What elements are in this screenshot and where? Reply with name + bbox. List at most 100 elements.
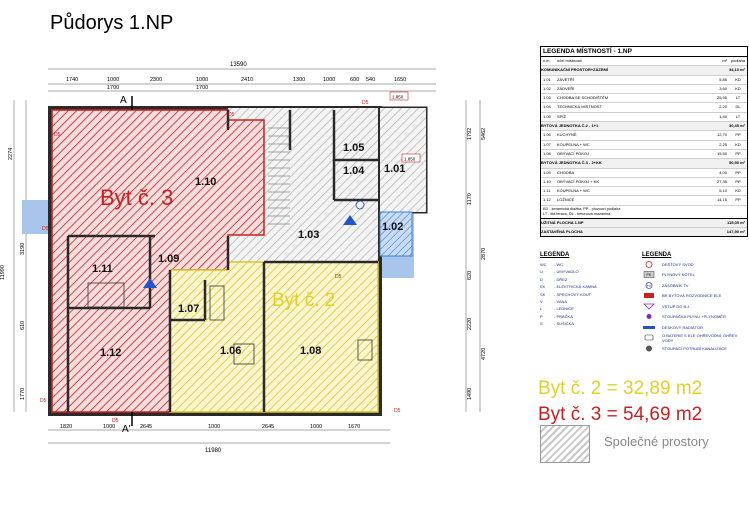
dim-label: 2870 xyxy=(481,248,487,260)
dim-label: 2300 xyxy=(150,77,162,83)
col-header: m² xyxy=(722,58,727,63)
room-cell: PP xyxy=(735,178,741,184)
fixture-name: - PRAČKA xyxy=(554,313,573,319)
room-cell: KD xyxy=(735,141,741,147)
symbol-legend-item: STOUPAČKA PLYNU +PLYNOMĚR xyxy=(642,312,748,323)
room-cell: TECHNICKÁ MÍSTNOST xyxy=(557,104,602,110)
apartment-3-area-summary: Byt č. 3 = 54,69 m2 xyxy=(538,404,703,425)
floor-material-note: KD - keramická dlažba, PP - plovoucí pod… xyxy=(541,206,747,219)
downpipe-label: D5 xyxy=(335,274,342,280)
room-cell: 27,35 xyxy=(716,178,727,184)
fixture-name: - UMYVADLO xyxy=(554,269,579,275)
dim-label: 4720 xyxy=(481,348,487,360)
room-cell: 2,20 xyxy=(719,104,727,110)
dim-label: 1000 xyxy=(107,77,119,83)
room-label-1.07: 1.07 xyxy=(178,303,199,315)
entrance-icon xyxy=(343,215,357,225)
room-cell: 1.08 xyxy=(543,150,551,156)
interior-walls xyxy=(66,110,378,412)
room-cell: LT xyxy=(735,95,741,101)
symbol-legend-item: DEŠŤOVÝ SVOD xyxy=(642,259,748,270)
fixture-code: L xyxy=(540,306,543,312)
dim-label: 1770 xyxy=(20,388,26,400)
room-label-1.05: 1.05 xyxy=(343,142,364,154)
room-cell: PP xyxy=(735,197,741,203)
room-cell: 1.12 xyxy=(543,197,551,203)
dim-label: 1000 xyxy=(323,77,335,83)
dim-label: 1490 xyxy=(467,388,473,400)
dim-label: 1170 xyxy=(467,193,473,205)
room-cell: KD xyxy=(735,76,741,82)
fixture-legend-item: S- SUŠIČKA xyxy=(540,320,636,327)
fixture-code: V xyxy=(540,298,543,304)
sewer-riser-icon xyxy=(642,345,656,352)
room-cell: KOUPELNA + WC xyxy=(557,141,590,147)
fixture-code: P xyxy=(540,313,543,319)
dim-label: 600 xyxy=(350,77,359,83)
downpipe-label: D5 xyxy=(228,112,235,118)
dim-label: 1000 xyxy=(103,424,115,430)
legend-heading: LEGENDA xyxy=(540,252,570,258)
section-label: BYTOVÁ JEDNOTKA Č.3 - 2+KK xyxy=(541,160,602,166)
water-tank-icon: TV xyxy=(642,281,656,289)
total-value: 147,90 m² xyxy=(726,229,745,235)
downpipe-labels: D5 D5 D5 D5 D5 D5 D5 D5 xyxy=(40,100,401,424)
page-title: Půdorys 1.NP xyxy=(50,12,174,34)
symbol-name: ZÁSOBNÍK TV xyxy=(662,282,689,288)
total-usable-row: UŽITNÁ PLOCHA 1.NP 115,05 m² xyxy=(541,218,747,229)
room-cell: KD xyxy=(735,188,741,194)
fixture-code: WC xyxy=(540,262,547,267)
fixture-code: D xyxy=(540,276,543,282)
legend-table-title: LEGENDA MÍSTNOSTÍ - 1.NP xyxy=(541,47,747,57)
fixture-name: - SUŠIČKA xyxy=(554,321,575,327)
section-value: 50,50 m² xyxy=(728,160,745,166)
dim-label: 2645 xyxy=(262,424,274,430)
col-header: č.m. xyxy=(543,58,551,63)
room-cell: 12,70 xyxy=(716,132,727,138)
common-area-swatch xyxy=(540,425,590,463)
entrance-icon xyxy=(642,303,656,310)
symbol-legend-item: STOUPACÍ POTRUBÍ KANALIZACE xyxy=(642,343,748,354)
room-cell: 1,40 xyxy=(719,113,727,119)
downpipe-label: D5 xyxy=(42,226,49,232)
room-cell: 1.05 xyxy=(543,113,551,119)
fixture-legend-item: SK- SPRCHOVÝ KOUT xyxy=(540,291,636,298)
dim-label: 1820 xyxy=(60,424,72,430)
symbol-name: DESKOVÝ RADIÁTOR xyxy=(662,324,704,330)
room-cell: DL xyxy=(735,104,741,110)
downpipe-icon xyxy=(642,260,656,268)
section-label: BYTOVÁ JEDNOTKA Č.2 - 1+1 xyxy=(541,123,599,129)
room-cell: LOŽNICE xyxy=(557,197,575,203)
room-cell: 1.10 xyxy=(543,178,551,184)
dim-label: 1000 xyxy=(208,424,220,430)
room-cell: 1.06 xyxy=(543,132,551,138)
room-cell: 1.04 xyxy=(543,104,551,110)
legend-heading: LEGENDA xyxy=(642,252,672,258)
room-cell: 25,95 xyxy=(716,95,727,101)
dim-label: 1792 xyxy=(467,128,473,140)
dim-label: 1000 xyxy=(196,77,208,83)
dim-label: 1700 xyxy=(196,85,208,91)
symbol-legend-item: VSTUP DO B.J. xyxy=(642,301,748,312)
fixture-name: - ELEKTRICKÁ KAMNA xyxy=(554,284,597,290)
common-area-label: Společné prostory xyxy=(604,434,709,449)
fixture-legend-item: WC- WC xyxy=(540,261,636,268)
section-marker-bottom: A' xyxy=(122,424,131,435)
room-label-1.03: 1.03 xyxy=(298,229,319,241)
entrance-icon xyxy=(143,278,157,288)
apartment-2-area xyxy=(169,261,379,413)
room-cell: 5,85 xyxy=(719,76,727,82)
room-cell: 3,60 xyxy=(719,85,727,91)
room-1.02-area xyxy=(379,211,413,257)
section-value: 30,45 m² xyxy=(728,123,745,129)
svg-text:TV: TV xyxy=(647,284,651,288)
room-cell: PP xyxy=(735,169,741,175)
dimension-right xyxy=(465,100,481,412)
room-cell: KOUPELNA + WC xyxy=(557,188,590,194)
staircase xyxy=(268,127,290,225)
symbol-name: O BATERIE S ELE OHŘEVODNÍ, OHŘEV VODY xyxy=(662,332,738,343)
fixture-name: - LEDNICE xyxy=(554,306,574,312)
